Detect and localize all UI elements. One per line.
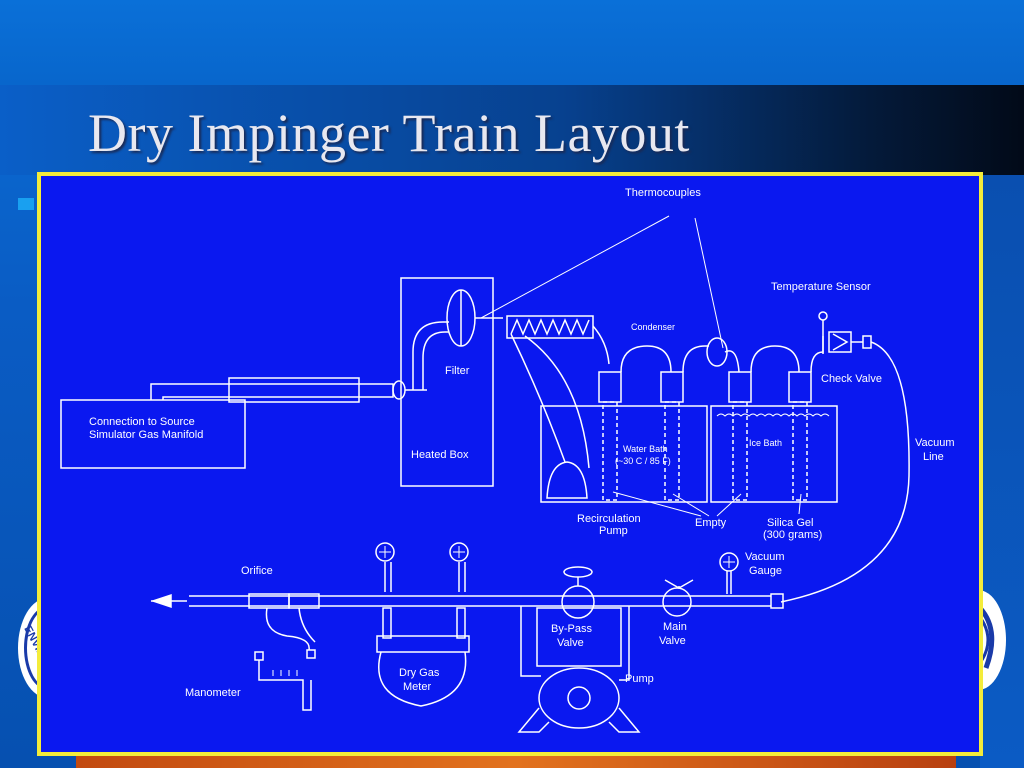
label-connection-line2: Simulator Gas Manifold: [89, 429, 203, 441]
vacuum-pump: [517, 667, 641, 733]
label-dry-gas-line2: Meter: [403, 681, 431, 693]
label-vacuum-line2: Line: [923, 451, 944, 463]
label-bypass-line2: Valve: [557, 637, 584, 649]
slide-title: Dry Impinger Train Layout: [88, 103, 690, 163]
label-pump: Pump: [625, 673, 654, 685]
title-band: [0, 85, 1024, 175]
main-gas-line: [150, 593, 784, 609]
manometer: [254, 607, 316, 711]
condenser: [493, 315, 610, 365]
empty-leaders: [612, 491, 742, 517]
check-valve: [818, 311, 872, 354]
label-vacuum-gauge-line2: Gauge: [749, 565, 782, 577]
bullet-marker: [18, 198, 34, 210]
label-water-bath-line2: (~30 C / 85 F): [615, 456, 671, 466]
silica-leader: [798, 493, 802, 515]
label-connection-line1: Connection to Source: [89, 416, 195, 428]
label-main-line1: Main: [663, 621, 687, 633]
label-vacuum-line1: Vacuum: [915, 437, 955, 449]
dry-gas-meter: [376, 607, 470, 707]
meter-gauges: [375, 542, 469, 592]
label-vacuum-gauge-line1: Vacuum: [745, 551, 785, 563]
label-thermocouples: Thermocouples: [625, 187, 701, 199]
ice-bath: [710, 405, 838, 503]
label-temperature-sensor: Temperature Sensor: [771, 281, 871, 293]
main-valve: [662, 579, 694, 617]
label-empty: Empty: [695, 517, 727, 529]
recirculation-pump: [510, 333, 590, 499]
label-main-line2: Valve: [659, 635, 686, 647]
diagram-canvas: Connection to Source Simulator Gas Manif…: [60, 187, 955, 733]
header-band: [0, 0, 1024, 85]
thermocouple-leaders: [480, 215, 724, 349]
label-recirc-line2: Pump: [599, 525, 628, 537]
label-silica-line2: (300 grams): [763, 529, 822, 541]
label-water-bath-line1: Water Bath: [623, 444, 668, 454]
probe-line: [150, 377, 427, 403]
label-manometer: Manometer: [185, 687, 241, 699]
water-bath: [540, 405, 708, 503]
ice-texture: [716, 413, 830, 417]
heated-box: [400, 277, 494, 487]
bottom-accent-strip: [76, 752, 956, 768]
label-recirc-line1: Recirculation: [577, 513, 641, 525]
filter: [412, 289, 493, 390]
label-heated-box: Heated Box: [411, 449, 469, 461]
source-manifold-box: [60, 399, 246, 469]
label-condenser: Condenser: [631, 322, 675, 332]
impinger-train-diagram: Connection to Source Simulator Gas Manif…: [37, 172, 983, 756]
label-bypass-line1: By-Pass: [551, 623, 592, 635]
agency-logo-right: [978, 590, 1006, 690]
label-ice-bath: Ice Bath: [749, 438, 782, 448]
vacuum-gauge: [719, 552, 739, 594]
bypass-valve: [520, 566, 630, 681]
label-dry-gas-line1: Dry Gas: [399, 667, 440, 679]
label-orifice: Orifice: [241, 565, 273, 577]
vacuum-line: [780, 341, 910, 603]
label-silica-line1: Silica Gel: [767, 517, 813, 529]
label-check-valve: Check Valve: [821, 373, 882, 385]
label-filter: Filter: [445, 365, 470, 377]
